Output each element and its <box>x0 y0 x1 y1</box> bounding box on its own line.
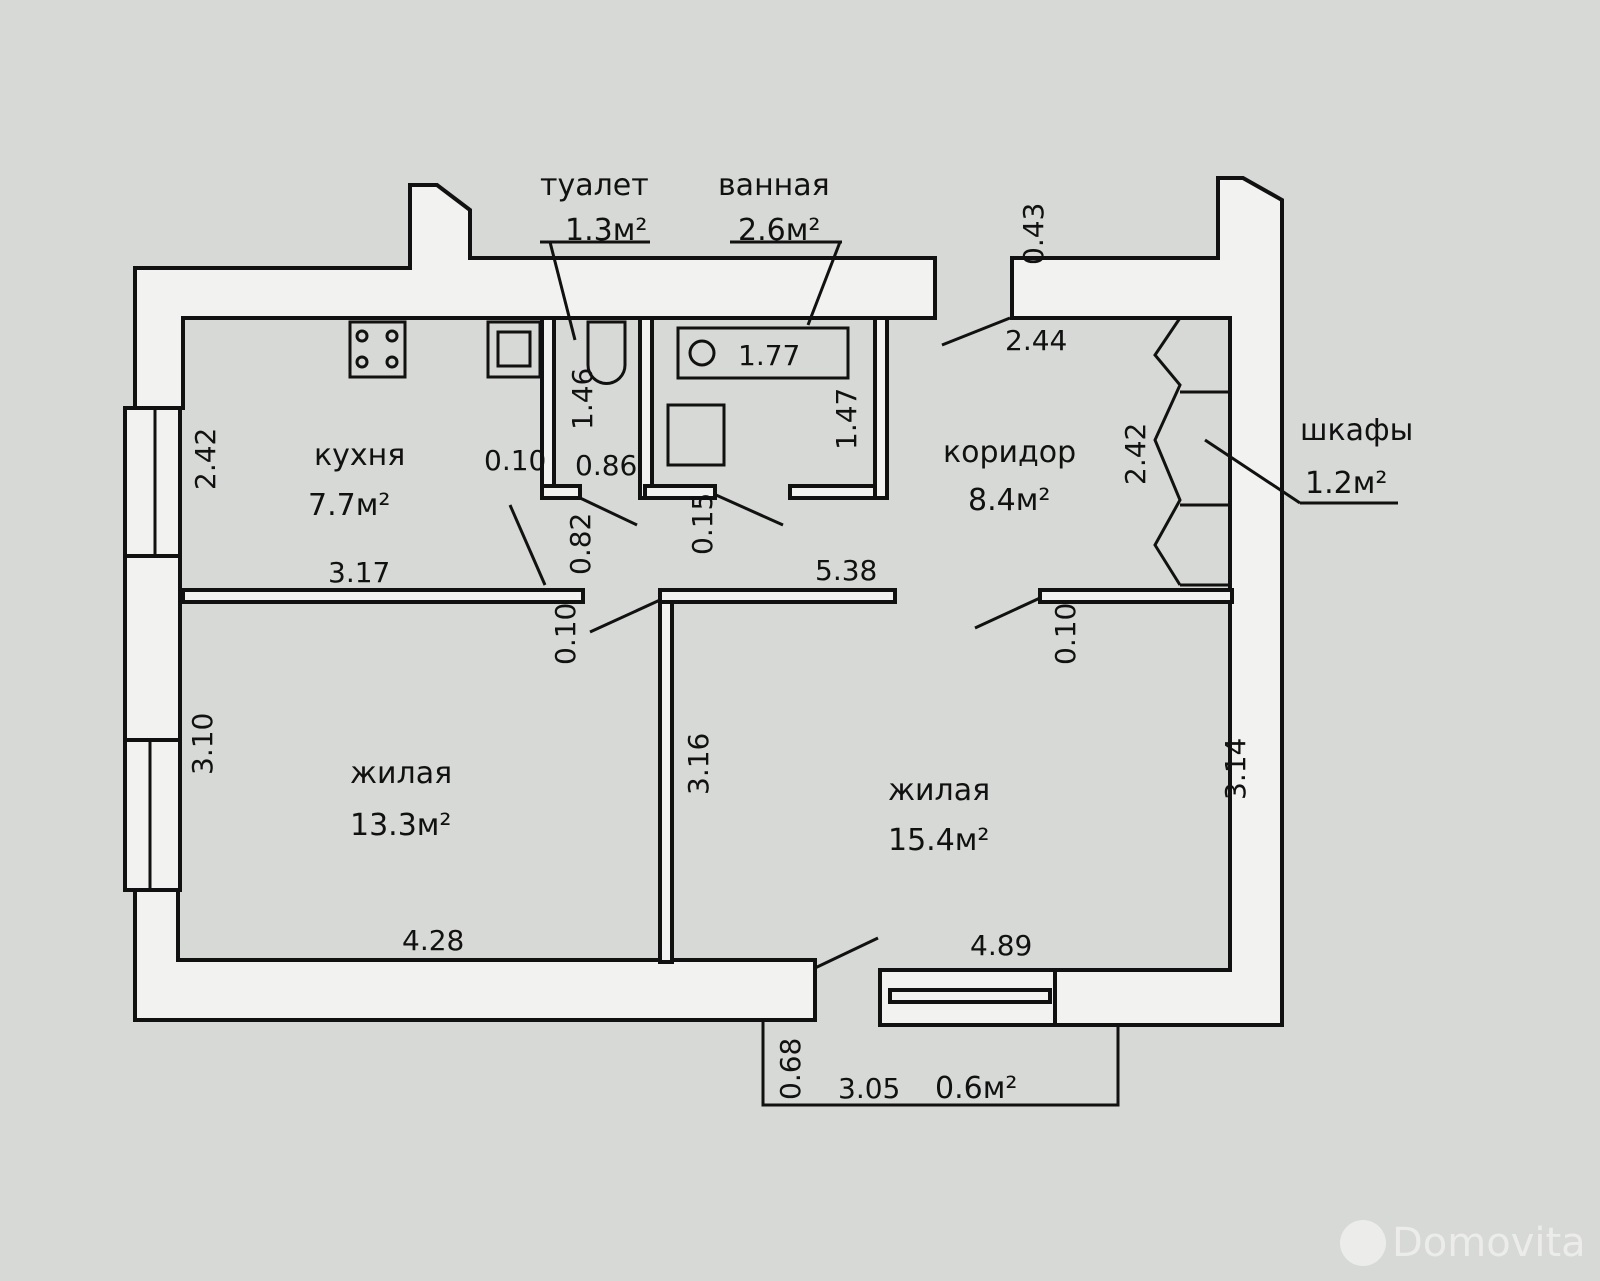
dim: 0.68 <box>774 1038 807 1100</box>
dim: 3.16 <box>682 733 715 795</box>
logo-circle-icon <box>1340 1220 1386 1266</box>
room-corridor-area: 8.4м² <box>968 483 1050 518</box>
watermark-logo: Domovita <box>1340 1220 1586 1266</box>
stove-icon <box>348 320 407 379</box>
dim: 2.42 <box>1119 423 1152 485</box>
room-kitchen-area: 7.7м² <box>308 488 390 523</box>
dim: 5.38 <box>815 554 877 587</box>
room-kitchen-name: кухня <box>314 438 405 473</box>
dim: 4.89 <box>970 929 1032 962</box>
fixtures <box>348 317 1232 587</box>
balcony-outline <box>761 1020 1120 1107</box>
room-living2-area: 15.4м² <box>888 823 989 858</box>
dim: 2.42 <box>189 428 222 490</box>
watermark-text: Domovita <box>1392 1220 1586 1266</box>
dim: 1.46 <box>566 368 599 430</box>
dim: 0.43 <box>1017 203 1050 265</box>
dim: 1.47 <box>830 388 863 450</box>
room-living2-name: жилая <box>888 773 990 808</box>
walls <box>123 176 1284 1027</box>
leader-lines <box>508 240 1398 970</box>
dimensions: 0.43 2.44 1.77 1.46 1.47 2.42 0.10 0.86 … <box>186 203 1252 1105</box>
dim: 2.44 <box>1005 324 1067 357</box>
dim: 3.05 <box>838 1072 900 1105</box>
room-bath-name: ванная <box>718 168 830 203</box>
washer-icon <box>666 403 726 467</box>
dim: 3.10 <box>186 713 219 775</box>
bathtub-icon <box>676 326 850 380</box>
dim: 4.28 <box>402 924 464 957</box>
dim: 0.10 <box>484 444 546 477</box>
dim: 3.14 <box>1219 738 1252 800</box>
dim: 1.77 <box>738 339 800 372</box>
room-balcony-area: 0.6м² <box>935 1071 1017 1106</box>
room-closets-area: 1.2м² <box>1305 466 1387 501</box>
dim: 0.10 <box>549 603 582 665</box>
room-toilet-area: 1.3м² <box>565 213 647 248</box>
toilet-icon <box>586 320 627 385</box>
sink-icon <box>486 320 542 379</box>
room-living1-name: жилая <box>350 756 452 791</box>
dim: 3.17 <box>328 556 390 589</box>
dim: 0.86 <box>575 449 637 482</box>
room-corridor-name: коридор <box>943 435 1076 470</box>
wardrobe-doors <box>1153 317 1182 586</box>
dim: 0.10 <box>1049 603 1082 665</box>
room-living1-area: 13.3м² <box>350 808 451 843</box>
room-labels: туалет 1.3м² ванная 2.6м² кухня 7.7м² ко… <box>308 168 1413 1106</box>
room-toilet-name: туалет <box>540 168 649 203</box>
room-bath-area: 2.6м² <box>738 213 820 248</box>
dim: 0.82 <box>564 513 597 575</box>
dim: 0.15 <box>686 493 719 555</box>
room-closets-name: шкафы <box>1300 413 1413 448</box>
